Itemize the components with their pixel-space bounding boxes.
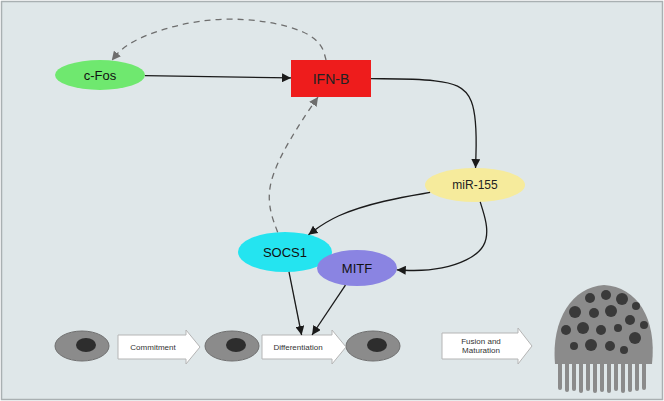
nucleus: [585, 339, 597, 351]
cell-nucleus: [76, 338, 96, 352]
mirna-ellipse: miR-155: [425, 168, 525, 202]
nucleus: [596, 325, 606, 335]
cell-nucleus: [367, 338, 387, 352]
regulation-arrow: [289, 272, 302, 335]
precursor-cell: [55, 331, 109, 361]
nucleus: [589, 308, 599, 318]
node-label: c-Fos: [84, 68, 117, 83]
node-label: IFN-B: [313, 71, 350, 87]
nucleus: [629, 332, 641, 344]
nucleus: [577, 322, 589, 334]
nucleus: [569, 306, 581, 318]
nucleus: [640, 321, 648, 329]
nucleus: [616, 293, 628, 305]
regulation-arrow: [308, 192, 430, 234]
stage-arrow: Commitment: [118, 335, 200, 359]
stage-arrow: Differentiation: [262, 335, 346, 359]
nucleus: [620, 346, 628, 354]
node-label: Differentiation: [273, 343, 322, 352]
nucleus: [585, 293, 595, 303]
feedback-arrow: [112, 19, 326, 60]
block-arrow-fill: [262, 330, 346, 364]
regulation-arrow: [145, 76, 291, 78]
node-label: miR-155: [452, 178, 497, 192]
feedback-arrow: [269, 97, 318, 232]
differentiated-cell: [346, 331, 400, 361]
target-ellipse: MITF: [317, 250, 397, 286]
nucleus: [614, 324, 622, 332]
nucleus: [570, 342, 578, 350]
nucleus: [561, 325, 571, 335]
cell-body: [555, 285, 653, 364]
node-label: Fusion and Maturation: [451, 337, 511, 355]
node-label: SOCS1: [263, 245, 307, 260]
committed-cell: [205, 331, 259, 361]
cell-nucleus: [226, 338, 246, 352]
regulation-arrow: [397, 202, 487, 271]
nucleus: [605, 305, 617, 317]
cell-body: [346, 331, 400, 361]
ellipse-fill: [425, 168, 525, 202]
osteoclast-nuclei: [561, 290, 648, 354]
nucleus: [605, 341, 615, 351]
ellipse-fill: [317, 250, 397, 286]
nucleus: [625, 315, 635, 325]
node-label: Commitment: [130, 343, 175, 352]
gene-ellipse: c-Fos: [55, 60, 145, 90]
block-arrow-fill: [118, 330, 200, 364]
cell-body: [55, 331, 109, 361]
nucleus: [601, 290, 611, 300]
stage-arrow: Fusion and Maturation: [442, 333, 532, 359]
regulation-arrow: [312, 285, 345, 335]
ellipse-fill: [55, 60, 145, 90]
cytokine-box: IFN-B: [291, 60, 371, 97]
osteoclast: [555, 285, 653, 393]
regulation-arrow: [371, 79, 476, 168]
node-label: MITF: [342, 261, 372, 276]
cell-body: [205, 331, 259, 361]
block-arrow-fill: [442, 328, 532, 364]
nucleus: [632, 302, 640, 310]
